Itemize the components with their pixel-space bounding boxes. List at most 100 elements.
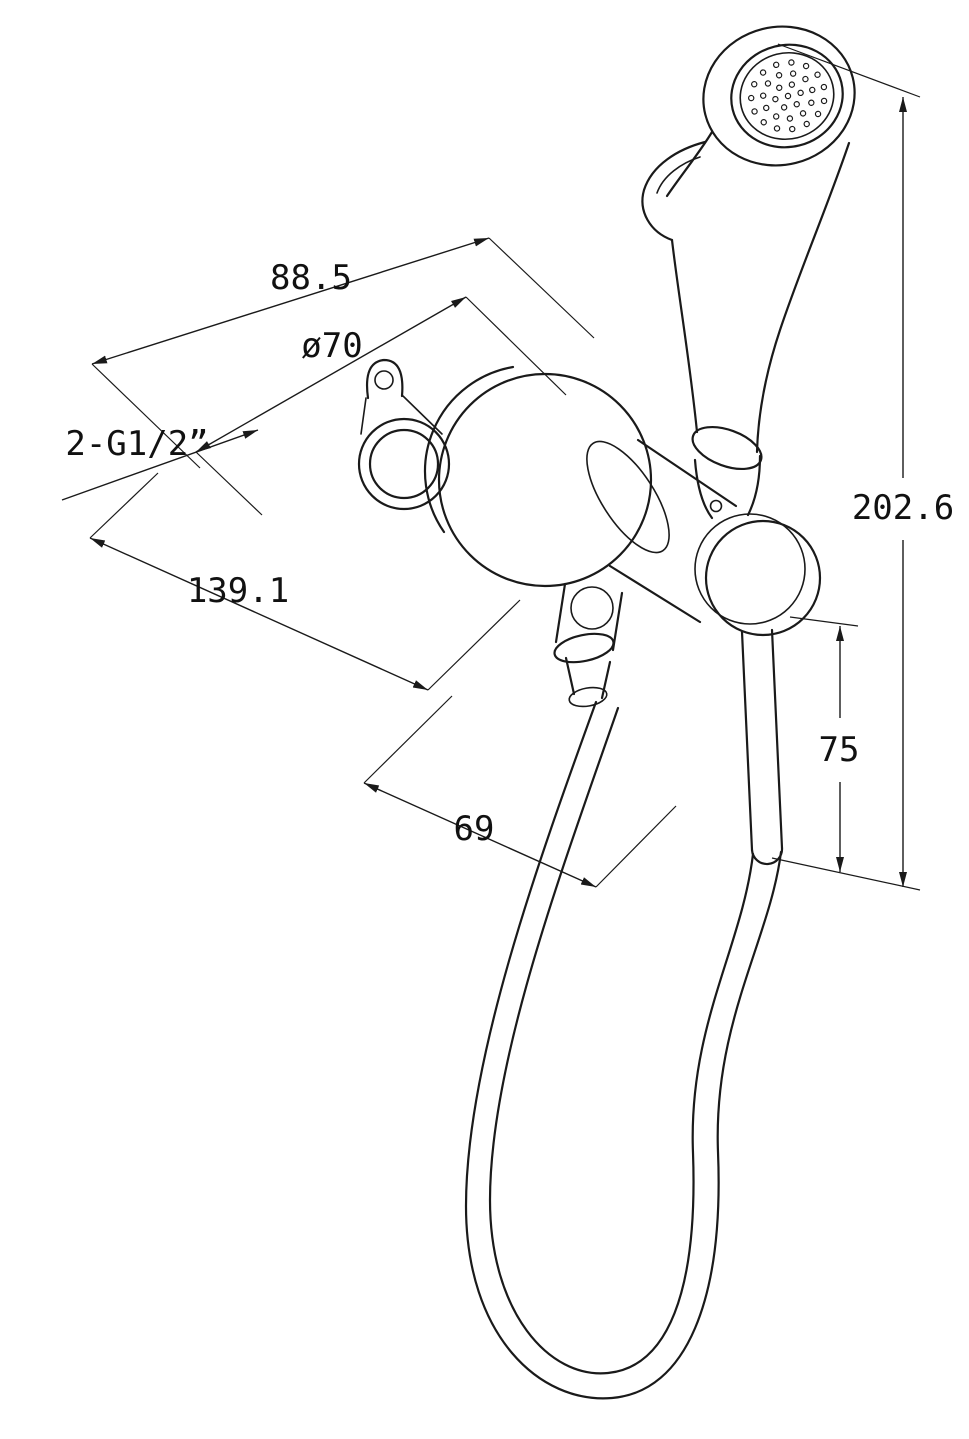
ext-line xyxy=(488,237,595,339)
ext-line xyxy=(789,616,859,627)
spray-face-rim xyxy=(730,43,844,149)
trigger-lever xyxy=(641,140,707,242)
nozzle-dot xyxy=(793,101,800,108)
nozzle-dot xyxy=(751,81,758,88)
sprayer-head-outline xyxy=(702,25,856,167)
nozzle-dot xyxy=(772,113,780,120)
nozzle-dot xyxy=(788,59,795,66)
nozzle-dot xyxy=(809,86,816,94)
dim-hose-drop-label: 75 xyxy=(819,730,860,770)
hose-outer-curve xyxy=(464,700,783,1400)
mounting-bracket xyxy=(357,358,451,511)
nozzle-dot xyxy=(748,94,755,102)
nozzle-dot xyxy=(759,92,767,99)
nozzle-dot xyxy=(786,115,794,122)
spray-face-inner-rim xyxy=(739,51,835,141)
holder-cup xyxy=(691,425,763,520)
dimension-width-top: 88.5 xyxy=(91,237,595,469)
dim-overall-height-label: 202.6 xyxy=(852,488,954,528)
nozzle-dot xyxy=(814,110,822,118)
ext-line xyxy=(427,599,521,691)
thread-leader-line xyxy=(61,429,259,501)
nozzle-dot xyxy=(784,92,792,100)
nozzle-dot xyxy=(760,119,767,126)
nozzle-dot xyxy=(802,75,809,83)
ext-line xyxy=(195,451,263,516)
nozzle-dot xyxy=(803,120,810,128)
holder-cup-left-side xyxy=(693,458,714,520)
handle-right-edge xyxy=(755,141,851,454)
bracket-ring-inner xyxy=(368,428,440,500)
flange-back-rim xyxy=(423,365,515,534)
hose-tail-cap xyxy=(750,846,784,866)
indicator-dot xyxy=(709,499,723,513)
ext-line xyxy=(363,695,453,784)
thread-callout-label: 2-G1/2” xyxy=(65,424,208,464)
dim-depth-label: 139.1 xyxy=(187,571,289,611)
control-knob-rim xyxy=(694,513,806,625)
hose-tail xyxy=(740,628,784,866)
nozzle-dot xyxy=(759,69,767,76)
swivel-ball xyxy=(570,586,614,630)
nozzle-dot xyxy=(773,125,781,132)
handle-left-lower-edge xyxy=(670,238,699,434)
nozzle-dot xyxy=(788,81,796,88)
outlet-left-edge xyxy=(554,582,567,644)
spray-dots xyxy=(748,59,828,133)
cylinder-top-edge xyxy=(636,438,738,508)
dim-line-139-1 xyxy=(89,537,429,691)
dimension-depth: 139.1 xyxy=(89,472,521,691)
nozzle-dot xyxy=(780,104,788,111)
sprayer-head xyxy=(641,25,856,454)
dim-outlet-offset-label: 69 xyxy=(454,809,495,849)
bracket-side-left xyxy=(360,397,367,435)
dimension-overall-height: 202.6 xyxy=(771,43,954,891)
ext-line xyxy=(89,472,159,539)
bracket-tab xyxy=(366,358,404,400)
hose-nut-bottom xyxy=(568,686,608,708)
dim-width-top-label: 88.5 xyxy=(270,258,352,298)
ext-line xyxy=(91,363,201,469)
nozzle-dot xyxy=(799,110,807,117)
ext-line xyxy=(771,857,921,891)
nozzle-dot xyxy=(789,125,796,133)
nozzle-dot xyxy=(808,99,815,106)
hose-tail-right-edge xyxy=(770,628,784,850)
ext-line xyxy=(465,296,567,396)
flange-front-face xyxy=(437,372,653,588)
trigger-inner-line xyxy=(656,156,701,194)
hose-nut-left xyxy=(564,656,576,696)
bracket-side-right xyxy=(402,395,443,435)
nozzle-dot xyxy=(820,97,828,105)
holder-cup-right-side xyxy=(746,454,762,517)
hose-nut-top xyxy=(553,632,615,664)
hose-nut-right xyxy=(600,660,612,700)
holder-cup-top xyxy=(691,425,763,471)
ext-line xyxy=(595,805,677,888)
ext-line xyxy=(777,43,921,98)
dim-line-dia70 xyxy=(195,296,467,453)
dim-line-88-5 xyxy=(91,237,490,365)
cylinder-base-ellipse xyxy=(586,440,670,554)
nozzle-dot xyxy=(814,71,821,78)
nozzle-dot xyxy=(763,104,770,112)
dimension-outlet-offset: 69 xyxy=(363,695,677,888)
nozzle-dot xyxy=(772,95,779,103)
control-knob-face xyxy=(704,519,822,637)
nozzle-dot xyxy=(820,83,828,91)
outlet-connector xyxy=(553,582,624,708)
nozzle-dot xyxy=(751,108,758,115)
nozzle-dot xyxy=(797,89,804,97)
dim-flange-diameter-label: ø70 xyxy=(301,326,362,366)
outlet-right-edge xyxy=(611,591,624,652)
nozzle-dot xyxy=(773,61,780,69)
handle-left-upper-edge xyxy=(665,130,714,198)
flexible-hose xyxy=(464,700,783,1400)
cylinder-bottom-edge xyxy=(608,564,702,624)
dim-line-69 xyxy=(363,782,597,888)
dimension-hose-drop: 75 xyxy=(789,616,860,872)
nozzle-dot xyxy=(789,70,797,77)
nozzle-dot xyxy=(802,62,810,70)
